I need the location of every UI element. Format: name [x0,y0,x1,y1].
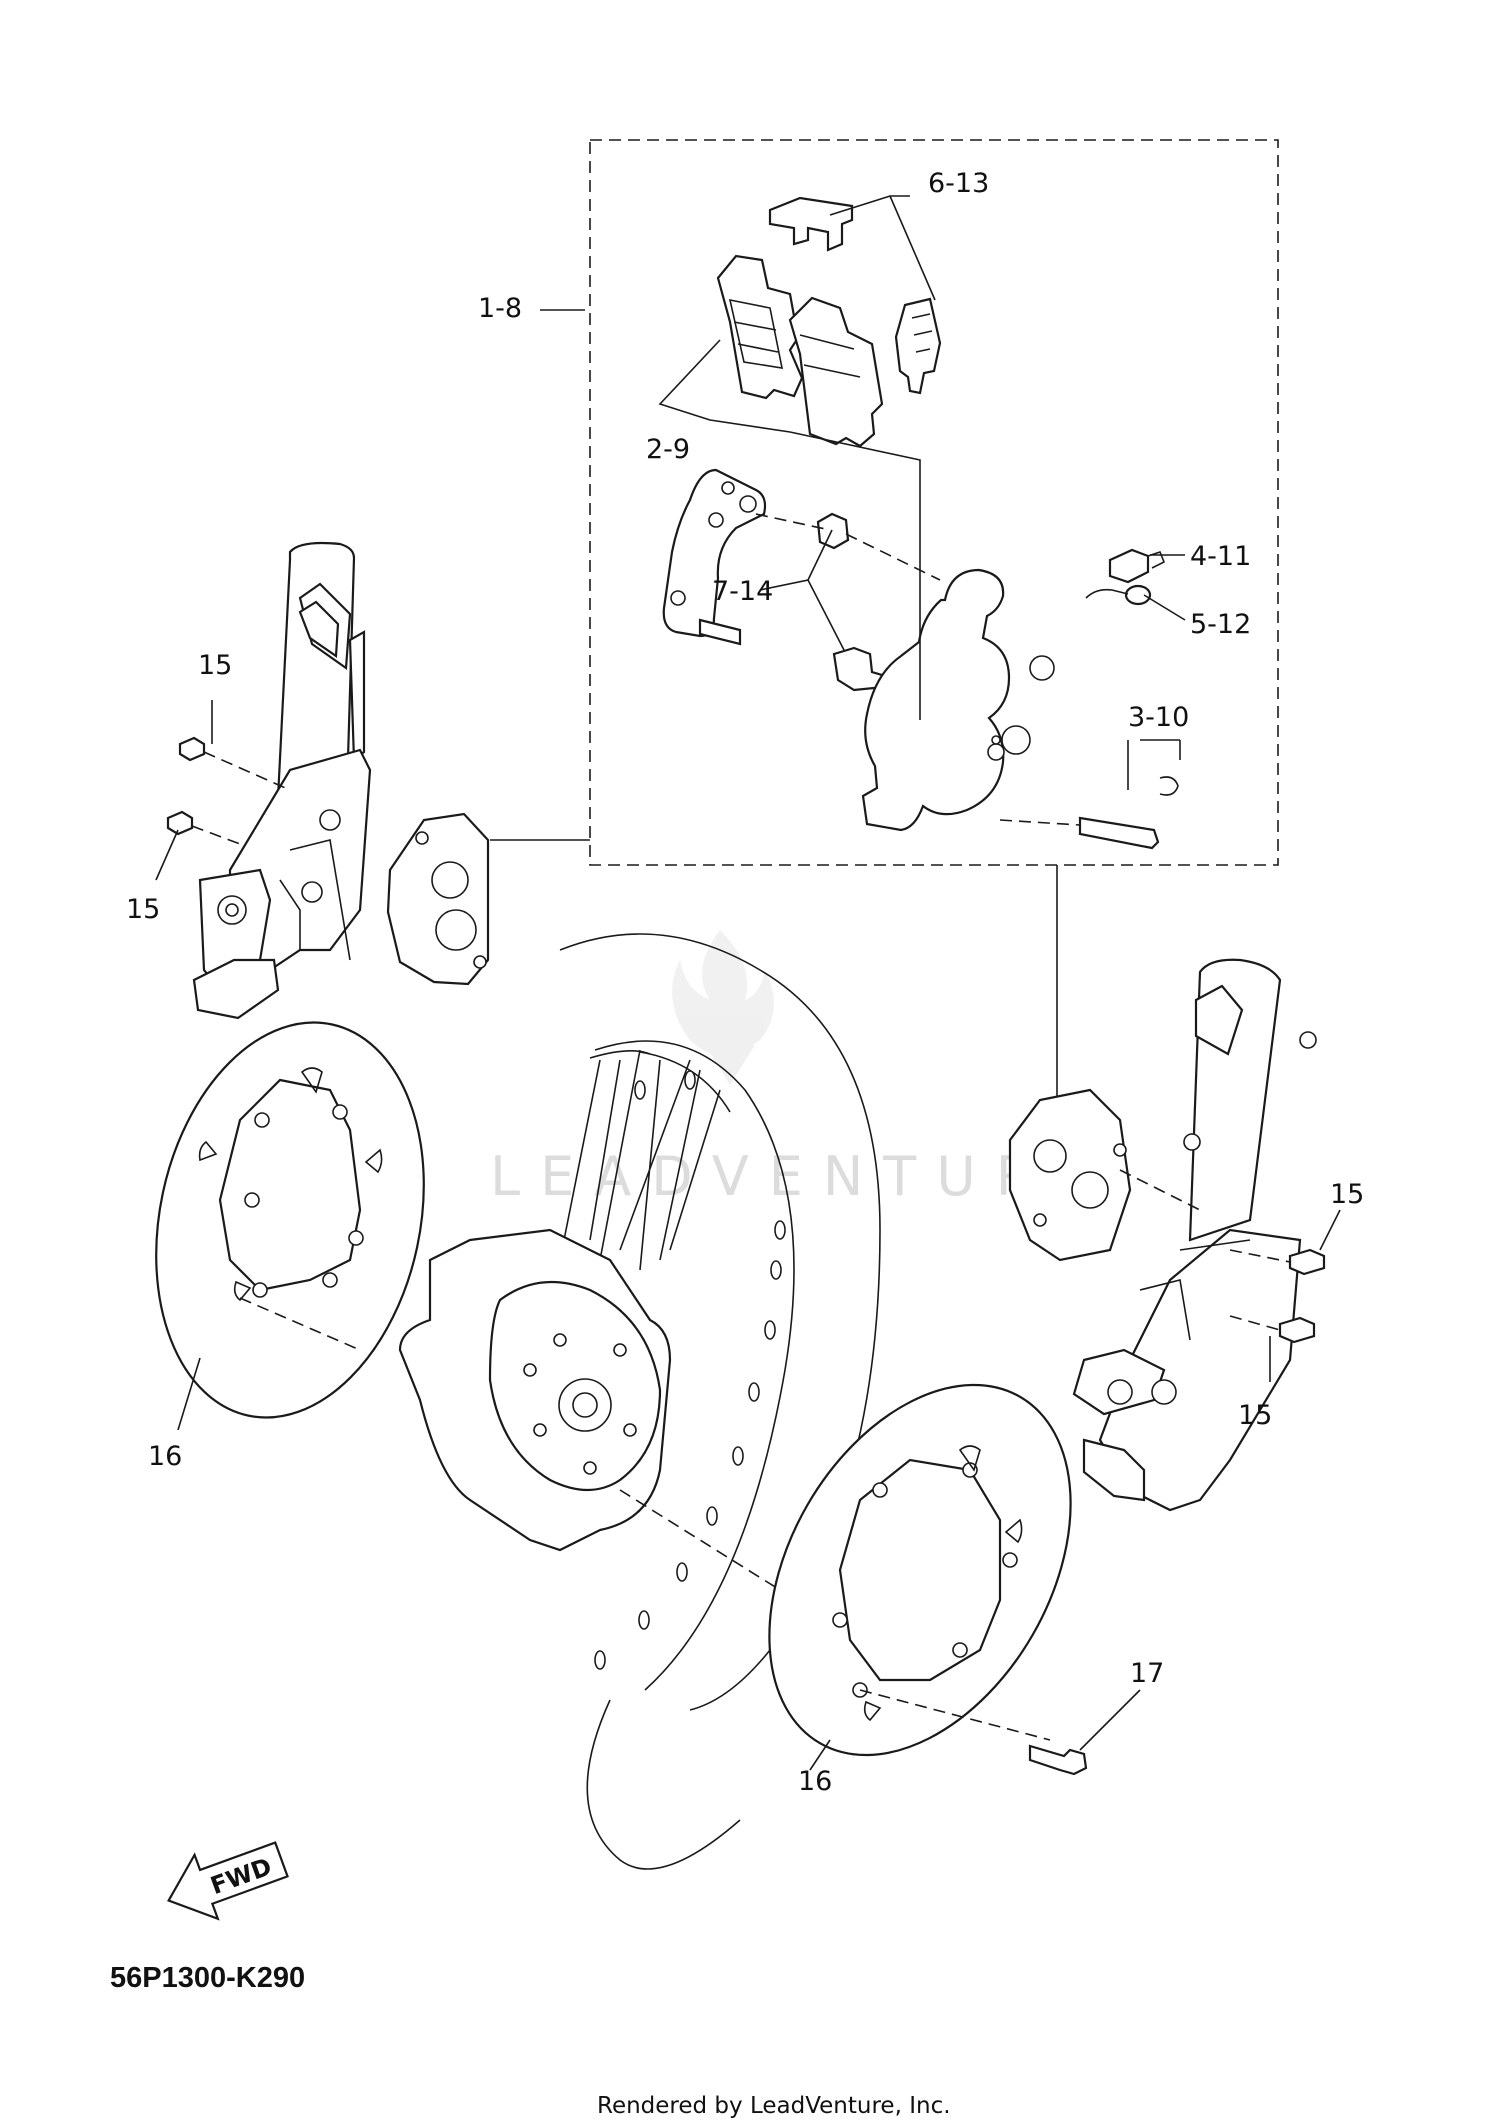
leader-7-14 [759,529,845,651]
callout-2-9: 2-9 [646,434,690,465]
callout-16-left: 16 [148,1441,182,1472]
brake-pad-rear [788,296,884,448]
callout-1-8: 1-8 [478,293,522,324]
leader-2-9-drop [789,431,921,720]
callout-15-right-lower: 15 [1238,1400,1272,1431]
wheel-hub [398,1228,672,1552]
callout-4-11: 4-11 [1190,541,1251,572]
brake-disc-left [155,1021,425,1419]
assembly-lines-kit [755,513,1081,826]
callout-15-left-lower: 15 [126,894,160,925]
callout-16-right: 16 [798,1766,832,1797]
fork-leg-right [1072,958,1317,1512]
leader-15-left [155,700,213,881]
rim-spoke-holes [594,1070,786,1670]
diagram-code: 56P1300-K290 [110,1962,305,1994]
bolt-15-right-lower [1278,1316,1316,1344]
bolt-15-left-lower [166,810,194,836]
leader-3-10 [1127,739,1181,790]
bleeder-cap [1085,584,1152,606]
caliper-left-assembled [386,812,490,986]
callout-3-10: 3-10 [1128,702,1189,733]
leader-15-right [1269,1209,1341,1382]
brake-disc-right [768,1383,1072,1757]
leader-16-left [177,1357,201,1431]
callout-17: 17 [1130,1658,1164,1689]
rendered-by-footer: Rendered by LeadVenture, Inc. [597,2093,951,2119]
assembly-lines-right-bolts [1119,1169,1291,1331]
leader-17 [1079,1689,1141,1751]
pad-retainer [894,297,942,395]
caliper-right-assembled [1008,1088,1132,1262]
leader-6-13 [829,195,936,301]
brake-pad-front [716,254,804,400]
assembly-line-left-disc [239,1297,361,1351]
caliper-body [861,568,1055,832]
bolt-15-right-upper [1288,1248,1326,1276]
watermark-logo [672,930,774,1085]
leader-5-12 [1143,594,1186,621]
callout-6-13: 6-13 [928,168,989,199]
assembly-lines-left-bolts [191,751,291,845]
callout-15-right-upper: 15 [1330,1179,1364,1210]
callout-5-12: 5-12 [1190,609,1251,640]
bleeder-screw [1108,548,1166,584]
leader-2-9 [658,339,791,433]
callout-7-14: 7-14 [712,576,773,607]
slide-pin-boot [816,512,896,692]
disc-bolt-17 [1028,1744,1088,1776]
fork-leg-left [192,541,372,1020]
caliper-bracket [662,468,767,646]
caliper-kit-boundary [589,139,1279,866]
forward-direction-arrow: FWD [167,1841,289,1921]
wheel-spokes [559,1049,721,1271]
leader-16-right [809,1739,831,1771]
assembly-line-right-disc [619,1489,1051,1741]
bolt-15-left-upper [178,736,206,762]
callout-15-left-upper: 15 [198,650,232,681]
pad-pin [1078,776,1179,850]
pad-spring-clip [768,196,854,252]
